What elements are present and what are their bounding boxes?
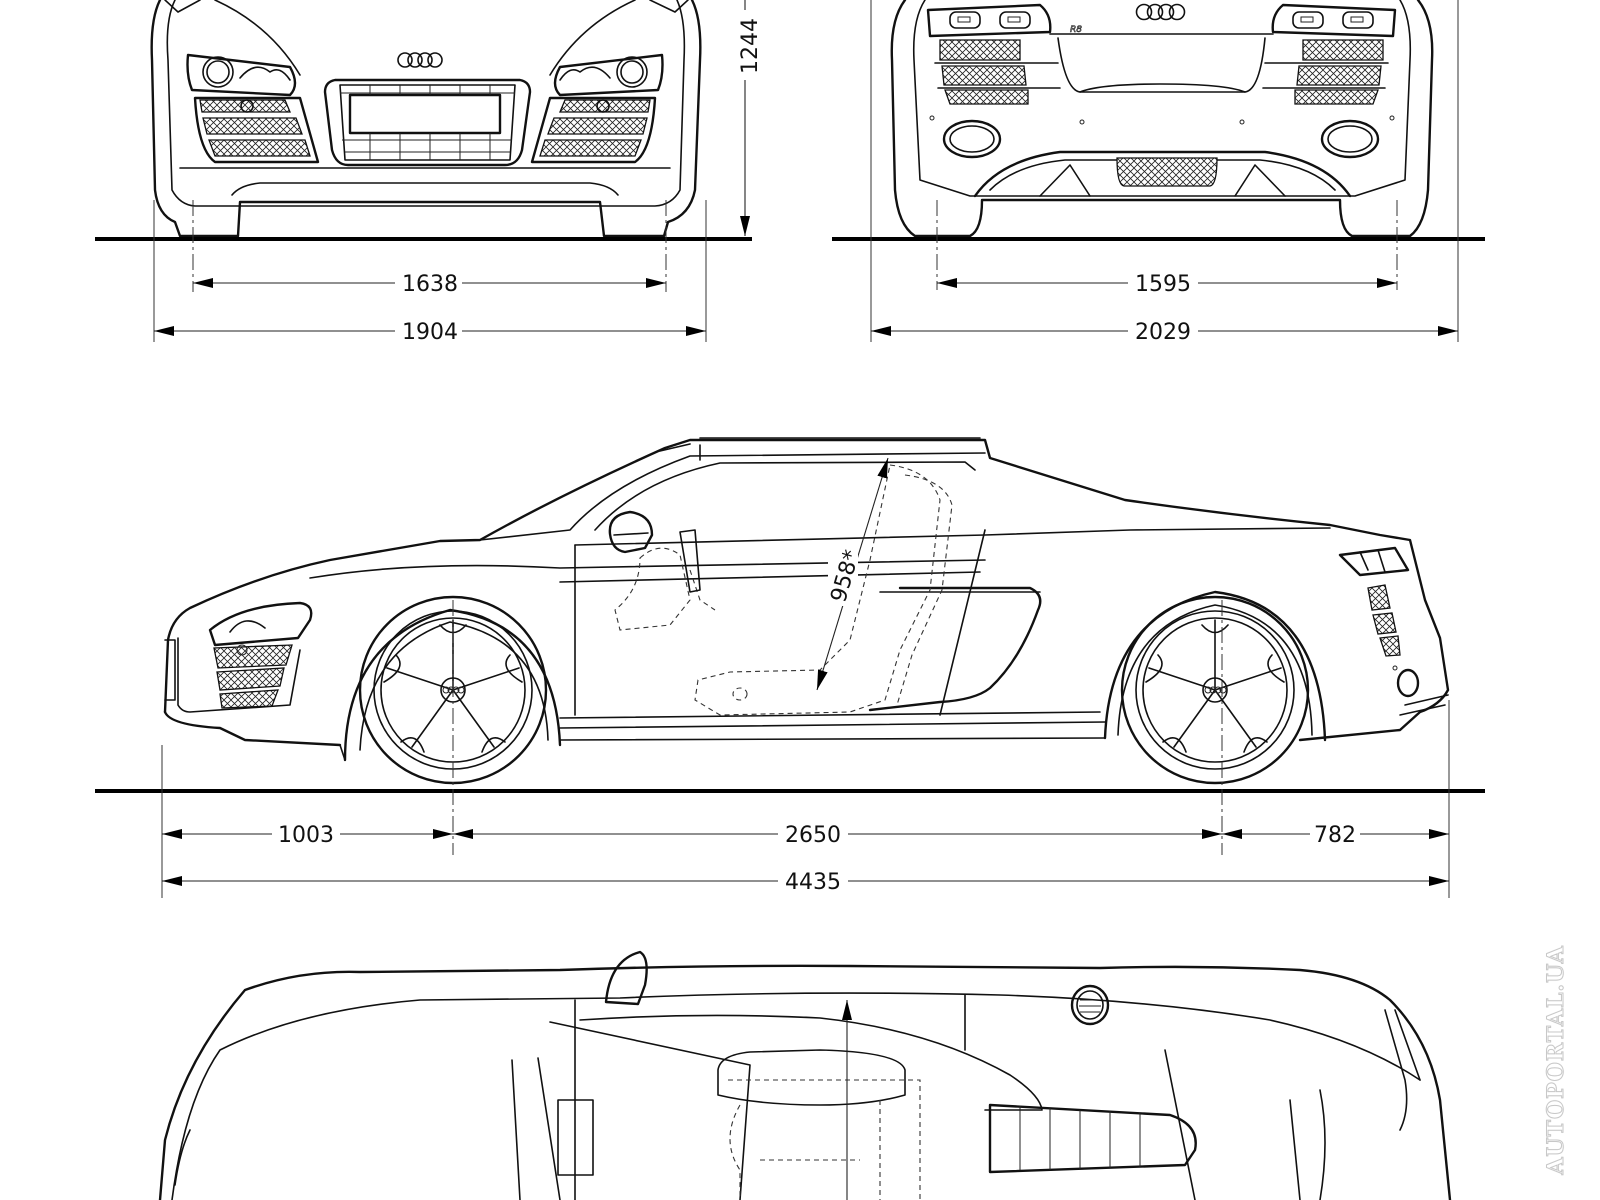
dim-front-overhang: 1003 xyxy=(278,823,334,848)
top-view xyxy=(158,950,1452,1200)
dim-front-height: 1244 xyxy=(738,18,763,74)
dim-wheelbase: 2650 xyxy=(785,823,841,848)
rear-model-badge: R8 xyxy=(1070,25,1082,35)
front-view: 1244 1638 1904 xyxy=(95,0,763,345)
seat-outline xyxy=(614,464,953,716)
audi-logo-rear xyxy=(1135,3,1186,21)
dim-front-width: 1904 xyxy=(402,320,458,345)
dim-rear-track: 1595 xyxy=(1135,272,1191,297)
audi-logo-front xyxy=(397,52,443,68)
dim-overall-length: 4435 xyxy=(785,870,841,895)
dim-front-track: 1638 xyxy=(402,272,458,297)
dim-rear-overhang: 782 xyxy=(1314,823,1356,848)
audi-logo-rear-wheel xyxy=(1204,686,1227,694)
rear-view: R8 159 xyxy=(832,0,1485,345)
rear-wheel-spokes xyxy=(1145,619,1285,753)
watermark: AUTOPORTAL.UA xyxy=(1543,945,1570,1175)
side-view: 958* 1003 2650 782 4435 xyxy=(95,437,1485,898)
dim-rear-width: 2029 xyxy=(1135,320,1191,345)
